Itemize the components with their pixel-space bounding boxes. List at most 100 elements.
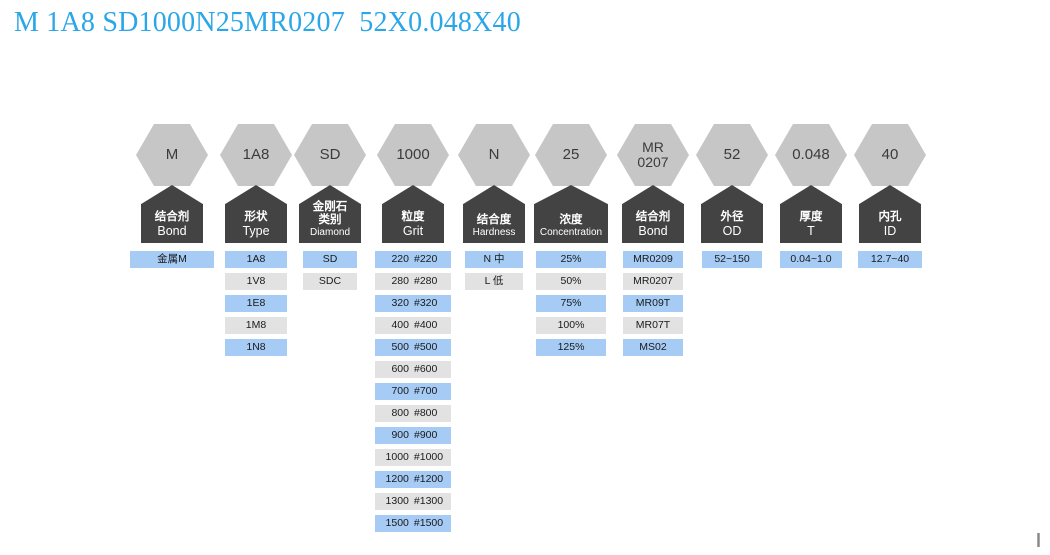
list-item[interactable]: 52~150 [702,251,762,268]
list-item[interactable]: 50% [536,273,606,290]
arrow-label-en: ID [883,223,897,238]
option-value-left: 900 [391,429,409,441]
arrow-label-en: Diamond [309,226,351,238]
list-item[interactable]: 1A8 [225,251,287,268]
list-item[interactable]: MR0209 [623,251,683,268]
option-value-right: #1000 [413,451,444,463]
list-item[interactable]: 12.7~40 [858,251,922,268]
option-value-left: 1500 [385,517,409,529]
option-value-left: 280 [391,275,409,287]
hexagon-code-text: 0.048 [792,146,830,164]
arrow-label-cn: 外径 [720,210,744,223]
option-value-right: #220 [414,253,438,265]
list-item[interactable]: 600#600 [375,361,451,378]
list-item[interactable]: 320#320 [375,295,451,312]
list-item[interactable]: 1200#1200 [375,471,451,488]
option-list-od: 52~150 [702,251,762,273]
list-item[interactable]: 1V8 [225,273,287,290]
option-value-right: #800 [414,407,438,419]
arrow-label-en: Bond [638,223,668,238]
list-item[interactable]: N 中 [465,251,523,268]
list-item[interactable]: 700#700 [375,383,451,400]
option-value-left: 500 [391,341,409,353]
option-list-type: 1A8 1V8 1E8 1M8 1N8 [225,251,287,361]
list-item[interactable]: 500#500 [375,339,451,356]
option-value-right: #280 [414,275,438,287]
option-list-bond: 金属M [130,251,214,273]
list-item[interactable]: 75% [536,295,606,312]
list-item[interactable]: 900#900 [375,427,451,444]
hexagon-code-hardness[interactable]: N [458,124,530,186]
list-item[interactable]: 1M8 [225,317,287,334]
option-value-left: 1200 [385,473,409,485]
hexagon-code-text: MR [642,139,664,156]
list-item[interactable]: 1000 #1000 [375,449,451,466]
list-item[interactable]: 100% [536,317,606,334]
list-item[interactable]: 1300 #1300 [375,493,451,510]
arrow-label-en: T [807,223,815,238]
list-item[interactable]: 280 #280 [375,273,451,290]
list-item[interactable]: 0.04~1.0 [780,251,842,268]
list-item[interactable]: 125% [536,339,606,356]
option-value-right: #1500 [413,517,444,529]
option-value-right: #1300 [413,495,444,507]
hexagon-code-concentration[interactable]: 25 [535,124,607,186]
list-item[interactable]: 1500 #1500 [375,515,451,532]
list-item[interactable]: 800#800 [375,405,451,422]
arrow-label-cn: 厚度 [799,210,823,223]
list-item[interactable]: 1N8 [225,339,287,356]
hexagon-code-text: N [488,146,500,164]
option-value-right: #600 [414,363,438,375]
arrow-label-cn: 浓度 [559,213,583,226]
hexagon-code-text-2: 0207 [637,154,669,170]
hexagon-code-text: 40 [881,146,899,164]
list-item[interactable]: MR0207 [623,273,683,290]
list-item[interactable]: 金属M [130,251,214,268]
list-item[interactable]: 400#400 [375,317,451,334]
hexagon-code-text: 25 [562,146,580,164]
list-item[interactable]: 25% [536,251,606,268]
hexagon-code-diamond[interactable]: SD [294,124,366,186]
scroll-indicator[interactable] [1037,533,1040,547]
list-item[interactable]: MS02 [623,339,683,356]
hexagon-code-grit[interactable]: 1000 [377,124,449,186]
list-item[interactable]: MR09T [623,295,683,312]
option-value-left: 1300 [385,495,409,507]
hexagon-code-thickness[interactable]: 0.048 [775,124,847,186]
hexagon-code-type[interactable]: 1A8 [220,124,292,186]
option-list-concentration: 25% 50% 75% 100% 125% [536,251,606,361]
hexagon-code-id[interactable]: 40 [854,124,926,186]
arrow-label-en: Hardness [472,226,516,238]
option-list-diamond: SD SDC [303,251,357,295]
option-list-grit: 220 #220 280 #280 320#320 400#400 500#500 600#6… [375,251,451,537]
arrow-label-cn: 结合剂 [154,210,190,223]
list-item[interactable]: SD [303,251,357,268]
list-item[interactable]: SDC [303,273,357,290]
list-item[interactable]: MR07T [623,317,683,334]
list-item[interactable]: 1E8 [225,295,287,312]
option-value-left: 220 [391,253,409,265]
hexagon-code-bond[interactable]: M [136,124,208,186]
hexagon-code-od[interactable]: 52 [696,124,768,186]
arrow-label-cn: 粒度 [401,210,425,223]
option-list-id: 12.7~40 [858,251,922,273]
list-item[interactable]: 220 #220 [375,251,451,268]
option-value-left: 1000 [385,451,409,463]
option-value-right: #700 [414,385,438,397]
list-item[interactable]: L 低 [465,273,523,290]
